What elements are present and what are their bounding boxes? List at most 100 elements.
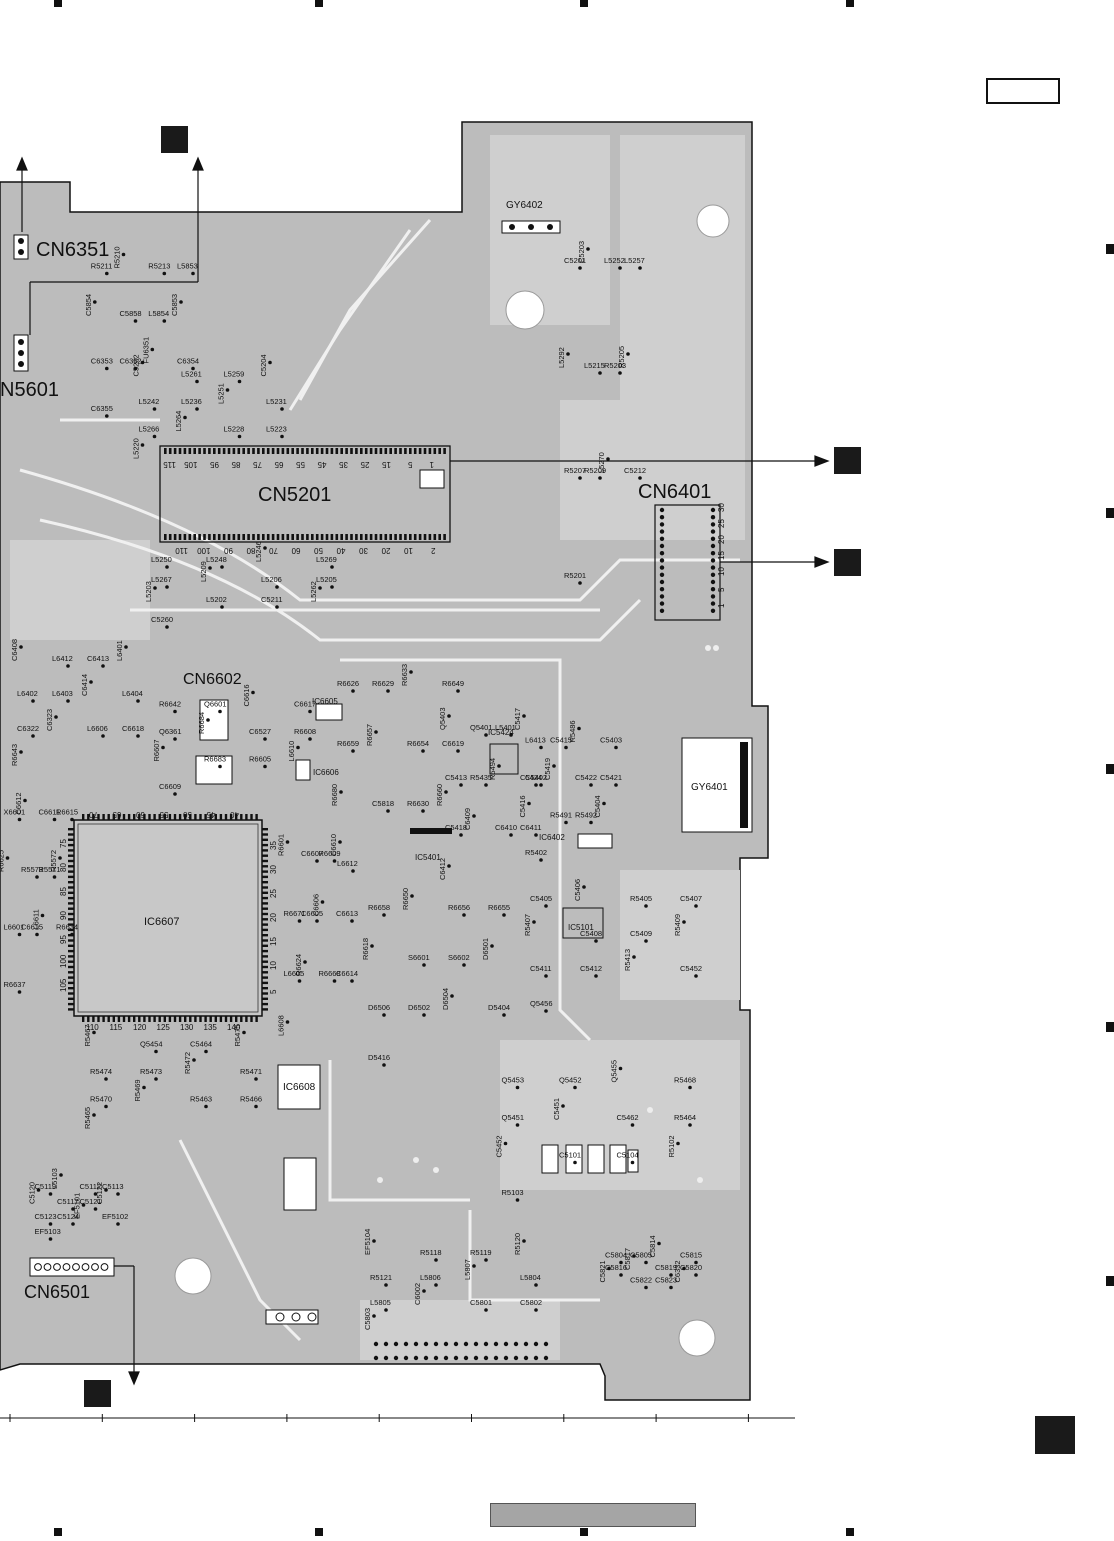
ic6607-pin: [189, 1016, 192, 1022]
cn5201-top-pin: [276, 448, 280, 454]
component-pad: [218, 709, 222, 714]
component-pad: [522, 1239, 526, 1243]
component-pad: [19, 645, 23, 649]
component-pad: [179, 300, 183, 304]
ic6607-pin: [97, 1016, 100, 1022]
component-pad: [48, 1192, 53, 1196]
component-label: L5807: [463, 1259, 472, 1280]
bottom-pad: [423, 1341, 429, 1347]
ic6607-pin: [240, 1016, 243, 1022]
component-pad: [462, 963, 466, 967]
ic6607-pin: [224, 1016, 228, 1022]
component-pad: [630, 1123, 635, 1127]
component-pad: [694, 1260, 698, 1265]
cn5201-bottom-pin: [311, 534, 314, 540]
cn5201-bottom-pin: [369, 534, 373, 540]
component-label: C5405: [530, 894, 552, 903]
ic6607-pin: [68, 881, 74, 884]
component-pad: [602, 801, 606, 806]
ic6607-pin: [194, 1016, 197, 1022]
component-label: R5491: [550, 811, 572, 820]
ic6607-pin: [262, 838, 268, 841]
component-pad: [81, 1203, 86, 1207]
component-pad: [422, 1013, 426, 1017]
ic6607-pin: [143, 1016, 146, 1022]
cn5201-pin-number: 85: [231, 460, 240, 469]
ic6607-pin-number: 125: [157, 1023, 171, 1032]
component-pad: [522, 714, 526, 718]
ic6607-pin: [68, 923, 74, 926]
ic6607-pin: [262, 875, 268, 879]
ic6607-pin: [133, 814, 136, 820]
ic6607-pin: [262, 949, 268, 953]
ic6607-pin: [245, 814, 248, 820]
ic6607-pin: [82, 814, 85, 820]
traces: [19, 219, 740, 1342]
ic6607-pin: [68, 918, 74, 921]
component-pad: [93, 1192, 98, 1196]
ic6607-pin: [262, 960, 268, 963]
bottom-pad: [533, 1341, 539, 1347]
cn5201-bottom-pin: [364, 534, 368, 540]
component-label: C5418: [445, 823, 467, 832]
ic6607-pin: [262, 870, 268, 873]
ic6607-pin: [68, 1002, 74, 1006]
component-pad: [350, 979, 354, 983]
cn5201-top-pin: [345, 448, 348, 454]
component-label: R5203: [604, 361, 626, 370]
cn5201-pin-number: 25: [360, 460, 369, 469]
component-pad: [251, 690, 255, 695]
component-pad: [619, 1273, 623, 1277]
component-pad: [456, 749, 460, 753]
component-pad: [657, 1241, 661, 1246]
cn5201-bottom-pin: [257, 534, 260, 540]
component-label: C5817: [623, 1248, 632, 1270]
cn5201-bottom-pin: [404, 534, 407, 540]
cn5201-pin-number: 40: [336, 546, 345, 555]
component-pad: [105, 366, 109, 371]
cn5201-bottom-pin: [203, 534, 206, 540]
bottom-pad: [383, 1341, 389, 1347]
component-label: C5122: [95, 1182, 104, 1204]
cn6401-pin: [710, 608, 716, 613]
component-pad: [263, 546, 267, 550]
component-pad: [577, 726, 581, 731]
component-label: C5417: [513, 708, 522, 730]
component-pad: [162, 319, 167, 323]
component-pad: [154, 1049, 158, 1054]
cn6602-block: CN6602: [183, 671, 242, 785]
component-label: R5121: [370, 1273, 392, 1282]
component-label: EF5101: [73, 1193, 82, 1219]
ic6607-pin: [163, 814, 166, 820]
component-pad: [410, 894, 414, 898]
cn5201-top-pin: [404, 448, 407, 454]
ic6607-pin: [224, 814, 228, 820]
component-pad: [297, 919, 302, 923]
ic6608-label: IC6608: [283, 1082, 316, 1093]
component-pad: [40, 913, 45, 918]
cn6401-pin: [710, 529, 716, 534]
component-pad: [351, 749, 355, 753]
component-pad: [48, 1222, 53, 1226]
cn5201-bottom-pin: [252, 534, 255, 540]
cn5201-bottom-pin: [443, 534, 446, 540]
component-pad: [195, 407, 199, 411]
component-pad: [619, 1260, 623, 1265]
cn5201-top-pin: [384, 448, 388, 454]
component-pad: [338, 840, 342, 844]
ic6607-pin: [92, 1016, 95, 1022]
small-ics: IC6605 IC6606 IC5401 IC5101 IC5424 IC640…: [295, 697, 613, 939]
component-pad: [116, 1222, 120, 1226]
cn5201-top-pin: [183, 448, 187, 454]
cn6401-pin: [710, 565, 716, 570]
component-label: C5422: [575, 773, 597, 782]
bottom-pad: [443, 1341, 449, 1347]
component-pad: [173, 792, 177, 796]
component-label: C5818: [372, 799, 394, 808]
component-label: L5292: [557, 347, 566, 368]
component-pad: [339, 790, 343, 794]
cn5201-pin-number: 110: [175, 546, 188, 555]
cn5201-top-pin: [198, 448, 201, 454]
component-pad: [676, 1141, 680, 1146]
component-label: C5415: [550, 736, 572, 745]
